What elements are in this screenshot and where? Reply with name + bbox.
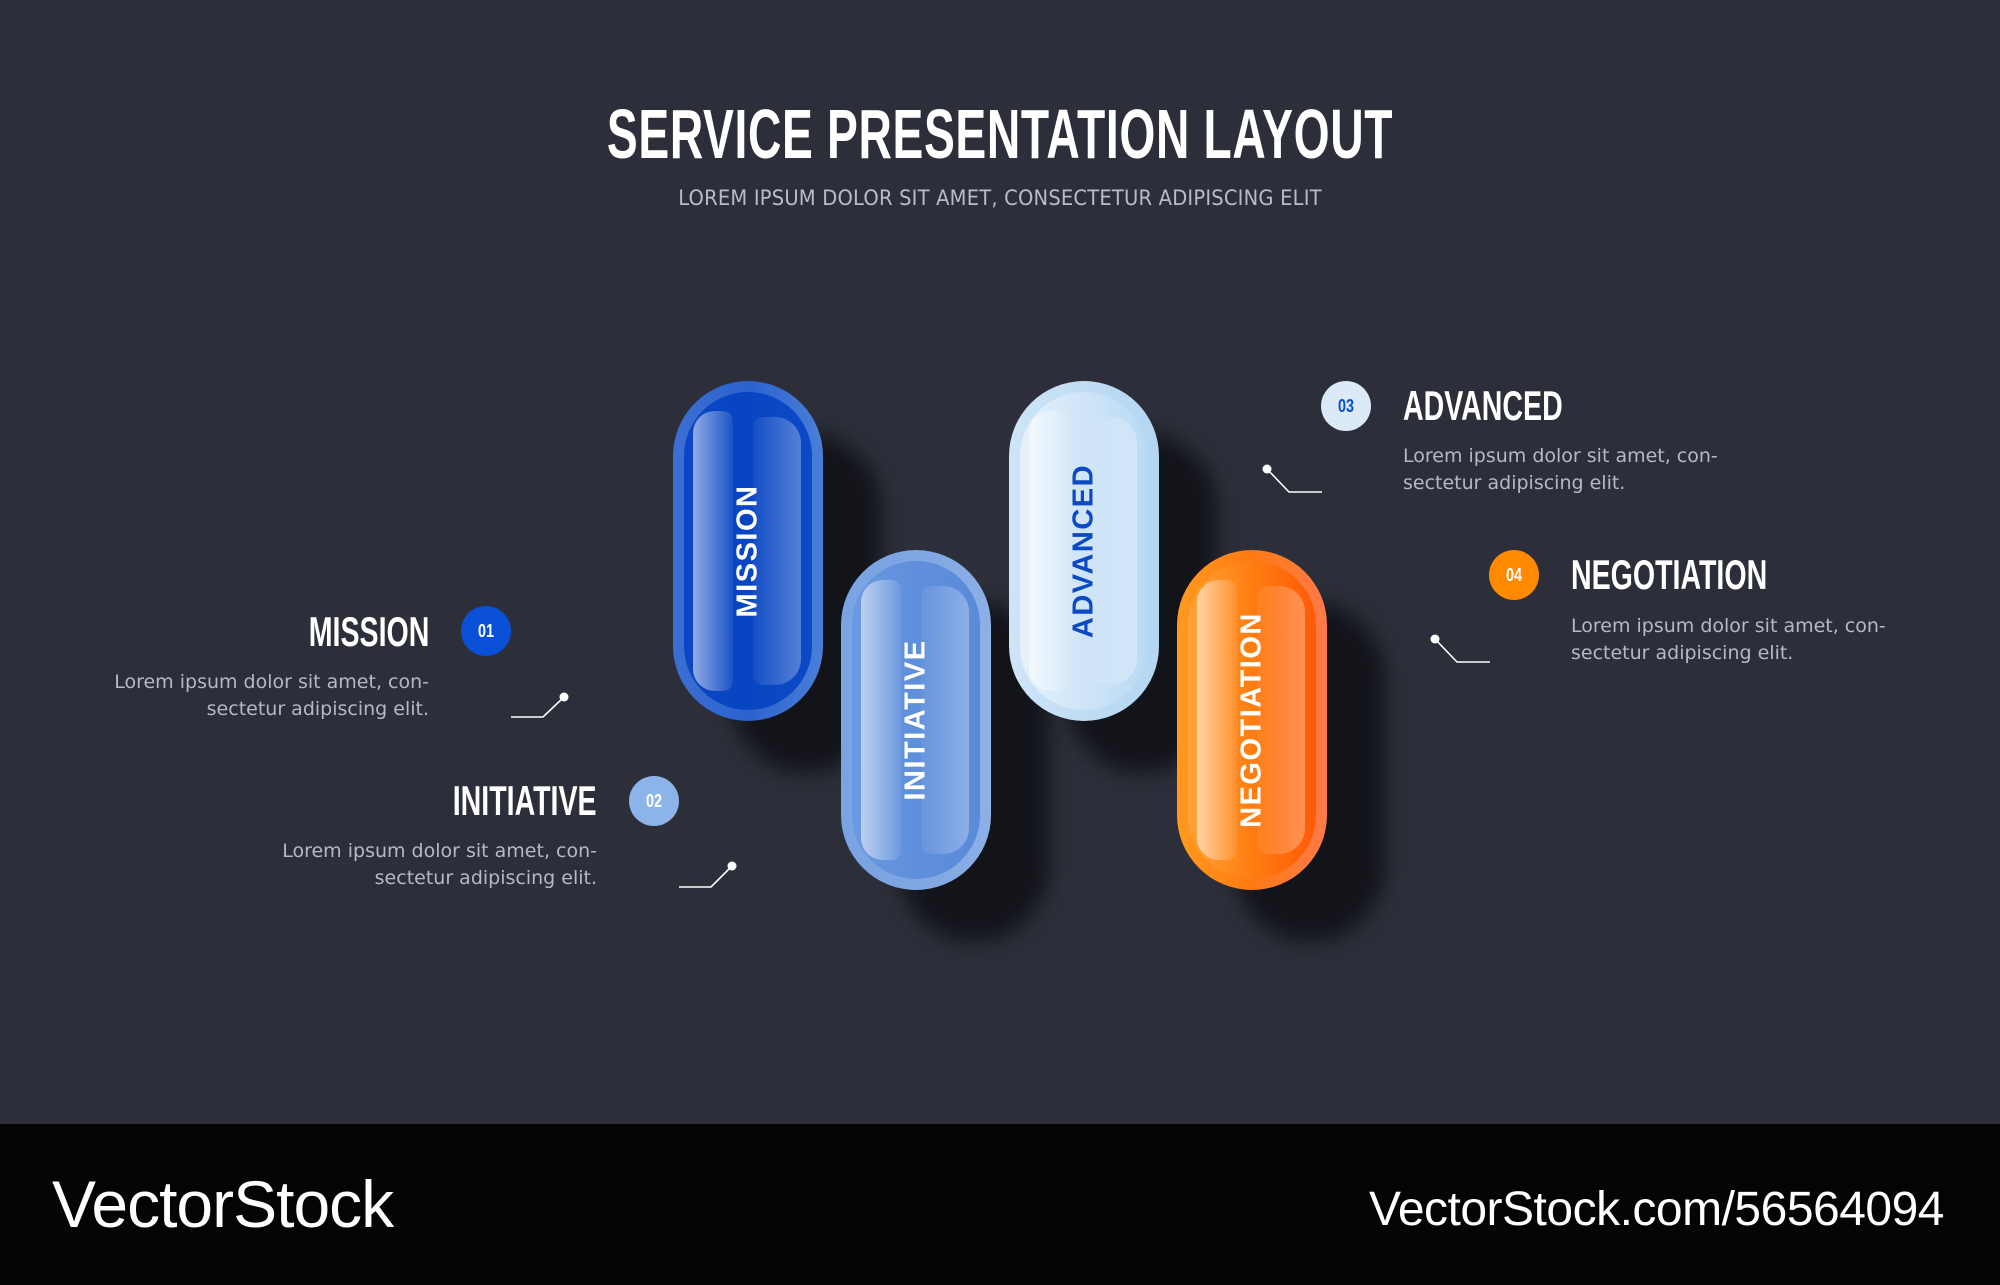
description-line: sectetur adipiscing elit. (374, 867, 597, 889)
step-title: MISSION (308, 608, 429, 655)
description-line: Lorem ipsum dolor sit amet, con- (282, 840, 597, 862)
pill-body: NEGOTIATION (1177, 550, 1327, 890)
pill-highlight (753, 417, 801, 685)
pill-highlight (861, 580, 901, 860)
pill-body: MISSION (673, 381, 823, 721)
description-line: sectetur adipiscing elit. (1403, 472, 1626, 494)
step-title: ADVANCED (1403, 382, 1563, 429)
step-title: INITIATIVE (453, 777, 597, 824)
step-description: Lorem ipsum dolor sit amet, con- sectetu… (282, 838, 597, 892)
step-number: 01 (477, 620, 495, 641)
brand-url: VectorStock.com/56564094 (1368, 1183, 1945, 1236)
step-title: NEGOTIATION (1571, 551, 1768, 598)
infographic-canvas: SERVICE PRESENTATION LAYOUT LOREM IPSUM … (114, 95, 1886, 942)
step-number-badge: 03 (1321, 381, 1371, 431)
pill-body: INITIATIVE (841, 550, 991, 890)
pill-label: NEGOTIATION (1235, 612, 1268, 828)
pill-body: ADVANCED (1009, 381, 1159, 721)
step-number-badge: 01 (461, 606, 511, 656)
connector-line-icon (1262, 464, 1322, 493)
pill-highlight (693, 411, 733, 691)
description-line: Lorem ipsum dolor sit amet, con- (1571, 615, 1886, 637)
pill-advanced: ADVANCED (1009, 381, 1217, 773)
pill-label: MISSION (731, 484, 764, 618)
pill-label: ADVANCED (1067, 463, 1100, 639)
pill-highlight (921, 586, 969, 854)
step-description: Lorem ipsum dolor sit amet, con- sectetu… (114, 669, 429, 723)
step-description: Lorem ipsum dolor sit amet, con- sectetu… (1403, 443, 1718, 497)
pill-highlight (1029, 411, 1069, 691)
pill-initiative: INITIATIVE (841, 550, 1049, 942)
description-line: Lorem ipsum dolor sit amet, con- (1403, 445, 1718, 467)
step-number: 04 (1505, 564, 1523, 585)
step-description: Lorem ipsum dolor sit amet, con- sectetu… (1571, 613, 1886, 667)
pill-highlight (1257, 586, 1305, 854)
pill-highlight (1197, 580, 1237, 860)
connector-line-icon (679, 861, 737, 888)
step-number-badge: 04 (1489, 550, 1539, 600)
connector-line-icon (511, 692, 569, 718)
pill-highlight (1089, 417, 1137, 685)
pill-label: INITIATIVE (899, 639, 932, 801)
pill-mission: MISSION (673, 381, 881, 773)
step-number: 02 (645, 790, 663, 811)
description-line: sectetur adipiscing elit. (1571, 642, 1794, 664)
page-subtitle: LOREM IPSUM DOLOR SIT AMET, CONSECTETUR … (678, 186, 1322, 210)
description-line: sectetur adipiscing elit. (206, 698, 429, 720)
step-number-badge: 02 (629, 776, 679, 826)
page-title: SERVICE PRESENTATION LAYOUT (606, 95, 1394, 173)
brand-logo: VectorStock (52, 1167, 394, 1241)
step-number: 03 (1337, 395, 1355, 416)
pill-negotiation: NEGOTIATION (1177, 550, 1385, 942)
description-line: Lorem ipsum dolor sit amet, con- (114, 671, 429, 693)
connector-line-icon (1430, 634, 1490, 663)
watermark-footer (0, 1124, 2000, 1285)
